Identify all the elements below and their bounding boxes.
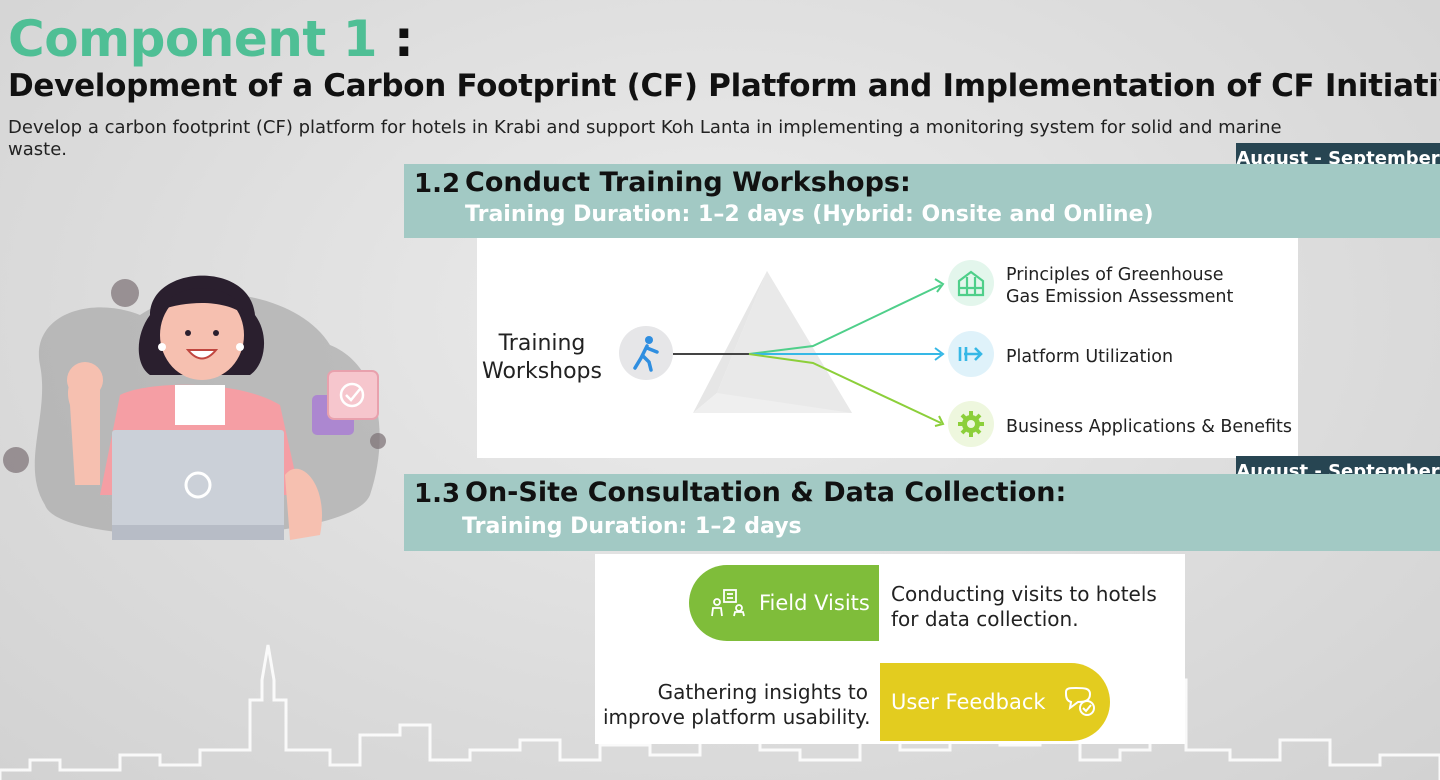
woman-laptop-illustration bbox=[3, 275, 386, 540]
gear-icon bbox=[948, 401, 994, 447]
topic-ghg-assessment: Principles of Greenhouse Gas Emission As… bbox=[1006, 264, 1233, 308]
training-label-line2: Workshops bbox=[481, 359, 602, 384]
onsite-consultation-panel: Field Visits Conducting visits to hotels… bbox=[595, 554, 1185, 744]
section-1-3-title: On-Site Consultation & Data Collection: bbox=[465, 477, 1067, 508]
component-subtitle: Development of a Carbon Footprint (CF) P… bbox=[8, 68, 1440, 104]
topic-1-line2: Gas Emission Assessment bbox=[1006, 287, 1234, 307]
user-feedback-line2: improve platform usability. bbox=[603, 705, 871, 729]
section-1-3-subtitle: Training Duration: 1–2 days bbox=[462, 514, 802, 539]
user-feedback-pill: User Feedback bbox=[880, 663, 1110, 741]
pyramid-graphic bbox=[693, 271, 852, 413]
title-colon: : bbox=[393, 10, 414, 68]
topic-business-applications: Business Applications & Benefits bbox=[1006, 417, 1293, 437]
section-1-2-subtitle: Training Duration: 1–2 days (Hybrid: Ons… bbox=[465, 202, 1154, 227]
training-label-line1: Training bbox=[498, 331, 586, 356]
user-feedback-line1: Gathering insights to bbox=[657, 680, 868, 704]
trainer-person-icon bbox=[619, 326, 673, 380]
section-1-3-number: 1.3 bbox=[414, 479, 461, 509]
chat-check-icon bbox=[1064, 687, 1095, 716]
section-1-2-title: Conduct Training Workshops: bbox=[465, 167, 911, 198]
section-1-2-banner: 1.2 Conduct Training Workshops: Training… bbox=[404, 164, 1440, 238]
section-1-3-banner: 1.3 On-Site Consultation & Data Collecti… bbox=[404, 474, 1440, 551]
component-label: Component 1 bbox=[8, 10, 378, 68]
field-visits-label: Field Visits bbox=[759, 591, 870, 615]
field-visits-pill: Field Visits bbox=[689, 565, 879, 641]
component-description: Develop a carbon footprint (CF) platform… bbox=[8, 117, 1282, 160]
field-visits-description: Conducting visits to hotels for data col… bbox=[891, 582, 1157, 632]
topic-1-line1: Principles of Greenhouse bbox=[1006, 265, 1224, 285]
topic-arrows bbox=[673, 278, 945, 427]
user-feedback-label: User Feedback bbox=[891, 690, 1046, 714]
arrow-to-bar-icon bbox=[948, 331, 994, 377]
user-feedback-description: Gathering insights to improve platform u… bbox=[603, 680, 871, 730]
training-workshops-label: Training Workshops bbox=[477, 330, 607, 386]
component-title: Component 1 : bbox=[8, 10, 414, 68]
training-workshops-panel: Training Workshops Principles of Greenho… bbox=[477, 238, 1298, 458]
decor-dot bbox=[111, 279, 139, 307]
field-visits-line2: for data collection. bbox=[891, 607, 1079, 631]
field-visits-line1: Conducting visits to hotels bbox=[891, 582, 1157, 606]
greenhouse-icon bbox=[948, 260, 994, 306]
field-visits-icon bbox=[711, 589, 745, 617]
topic-platform-utilization: Platform Utilization bbox=[1006, 347, 1174, 367]
section-1-2-number: 1.2 bbox=[414, 169, 461, 199]
